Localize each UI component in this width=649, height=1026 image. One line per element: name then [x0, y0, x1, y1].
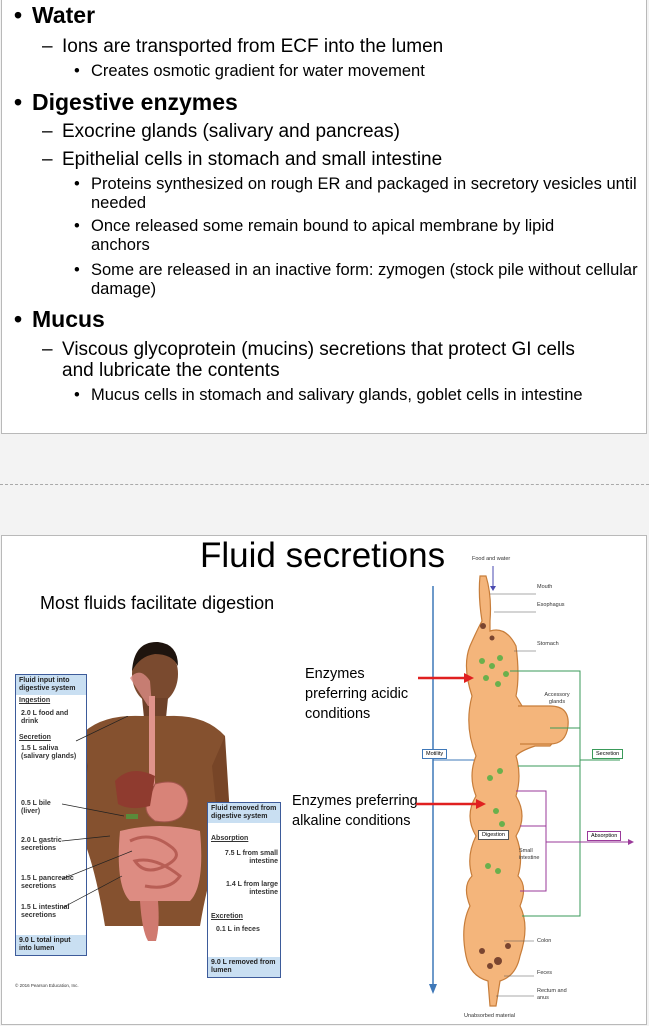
water-detail: •Creates osmotic gradient for water move… [74, 62, 425, 80]
slide-separator [0, 484, 649, 485]
label-unabsorbed: Unabsorbed material [464, 1013, 516, 1019]
secretion-label: Secretion [19, 734, 51, 741]
callout-acidic: Enzymes preferring acidic conditions [305, 666, 409, 722]
slide-title: Fluid secretions [200, 536, 446, 575]
mucus-detail: •Mucus cells in stomach and salivary gla… [74, 386, 583, 404]
removed-total: 9.0 L removed from lumen [208, 957, 280, 977]
fluid-removed-title: Fluid removed from digestive system [208, 803, 280, 823]
slide-1: •Water –Ions are transported from ECF in… [1, 0, 647, 434]
gi-tract-diagram [429, 566, 634, 1007]
slide-2: Fluid secretions Most fluids facilitate … [1, 535, 647, 1025]
bullet-water: •Water [14, 2, 96, 28]
enzymes-heading: Digestive enzymes [32, 89, 238, 115]
enzymes-detail-3: •Some are released in an inactive form: … [74, 261, 638, 298]
enzymes-sub-1: –Exocrine glands (salivary and pancreas) [42, 121, 400, 142]
red-arrow-alkaline [416, 799, 486, 809]
mucus-sub-cont: and lubricate the contents [62, 360, 280, 381]
fluid-input-box: Fluid input into digestive system Ingest… [15, 674, 87, 956]
label-colon: Colon [537, 938, 552, 944]
label-feces: Feces [537, 970, 552, 976]
label-digestion: Digestion [478, 830, 509, 840]
label-small-intestine: Small intestine [519, 848, 540, 861]
label-mouth: Mouth [537, 584, 553, 590]
label-food-water: Food and water [472, 556, 511, 562]
label-rectum-anus: Rectum and anus [537, 988, 567, 1001]
absorption-label: Absorption [211, 835, 249, 842]
enzymes-detail-1: •Proteins synthesized on rough ER and pa… [74, 175, 637, 212]
label-accessory-glands: Accessory glands [544, 692, 570, 705]
mucus-heading: Mucus [32, 306, 105, 332]
bullet-mucus: •Mucus [14, 306, 105, 332]
label-esophagus: Esophagus [537, 602, 565, 608]
input-total: 9.0 L total input into lumen [16, 935, 86, 955]
gastric-value: 2.0 L gastric secretions [21, 837, 62, 852]
input-leader-lines [62, 716, 133, 909]
excretion-label: Excretion [211, 913, 243, 920]
slide-subtitle: Most fluids facilitate digestion [40, 593, 275, 613]
mucus-sub: –Viscous glycoprotein (mucins) secretion… [42, 339, 575, 360]
bile-value: 0.5 L bile (liver) [21, 800, 51, 815]
pancreatic-value: 1.5 L pancreatic secretions [21, 875, 74, 890]
fluid-input-title: Fluid input into digestive system [16, 675, 86, 695]
enzymes-sub-2: –Epithelial cells in stomach and small i… [42, 149, 443, 170]
label-stomach: Stomach [537, 641, 559, 647]
water-heading: Water [32, 2, 96, 28]
saliva-value: 1.5 L saliva (salivary glands) [21, 745, 77, 760]
ingestion-label: Ingestion [19, 697, 51, 704]
absorbed-large-value: 1.4 L from large intestine [225, 881, 278, 896]
intestinal-value: 1.5 L intestinal secretions [21, 904, 70, 919]
copyright: © 2016 Pearson Education, Inc. [15, 983, 79, 988]
feces-value: 0.1 L in feces [216, 926, 260, 933]
label-motility: Motility [422, 749, 448, 759]
label-absorption: Absorption [587, 831, 622, 841]
callout-alkaline: Enzymes preferring alkaline conditions [292, 793, 418, 829]
water-sub: –Ions are transported from ECF into the … [42, 36, 444, 57]
absorbed-small-value: 7.5 L from small intestine [224, 850, 278, 865]
ingestion-value: 2.0 L food and drink [21, 710, 69, 725]
human-digestive-figure [62, 641, 230, 941]
fluid-removed-box: Fluid removed from digestive system Abso… [207, 802, 281, 978]
label-secretion: Secretion [592, 749, 624, 759]
enzymes-detail-2: •Once released some remain bound to apic… [74, 217, 555, 254]
red-arrow-acidic [418, 673, 474, 683]
bullet-enzymes: •Digestive enzymes [14, 89, 238, 115]
